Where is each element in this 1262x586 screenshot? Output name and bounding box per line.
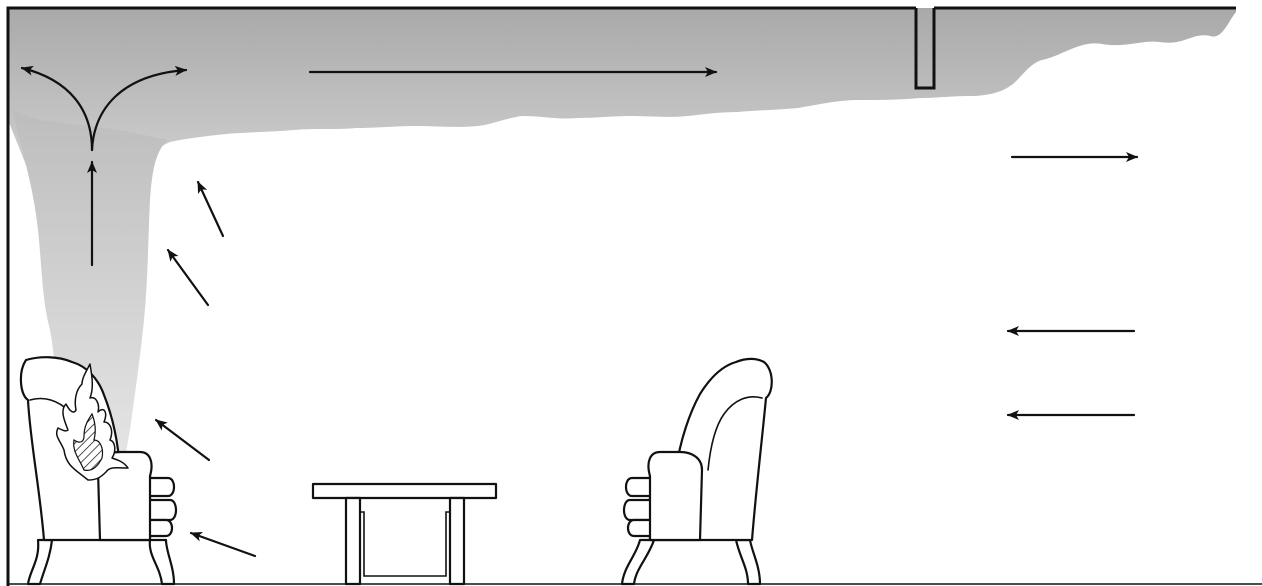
chair-leg	[734, 538, 762, 586]
chair-seat-cushion	[626, 518, 654, 538]
chair-leg	[148, 538, 176, 586]
coffee-table	[311, 482, 498, 586]
room-outline	[6, 6, 1236, 586]
chair-leg	[620, 538, 656, 586]
flame-hatch	[73, 412, 104, 471]
table-apron	[359, 511, 451, 577]
ceiling-vent	[914, 8, 936, 90]
burning-wingback-chair	[19, 356, 178, 586]
chair-seat-cushion	[624, 476, 654, 498]
entrainment-arrow-1	[196, 180, 225, 238]
table-legs	[344, 496, 466, 586]
chair-wing-line	[707, 396, 763, 471]
plume-split-arrows	[20, 65, 188, 152]
entrainment-arrow-4	[189, 531, 257, 558]
ceiling-split-left-arrow	[20, 65, 94, 152]
fire-plume	[12, 110, 168, 452]
entrainment-arrow-2	[166, 248, 210, 307]
ceiling-split-right-arrow	[90, 65, 188, 152]
ceiling-smoke-layer	[8, 8, 1236, 200]
wingback-chair	[620, 357, 773, 586]
chair-seat-cushion	[146, 476, 176, 498]
chair-seat-cushion	[622, 498, 654, 522]
chair-seat-cushion	[146, 518, 174, 538]
entrainment-arrow-3	[154, 418, 211, 462]
chair-seat-cushion	[146, 498, 178, 522]
chair-leg	[26, 538, 54, 586]
chair-arm	[647, 450, 704, 542]
table-top	[311, 482, 498, 500]
